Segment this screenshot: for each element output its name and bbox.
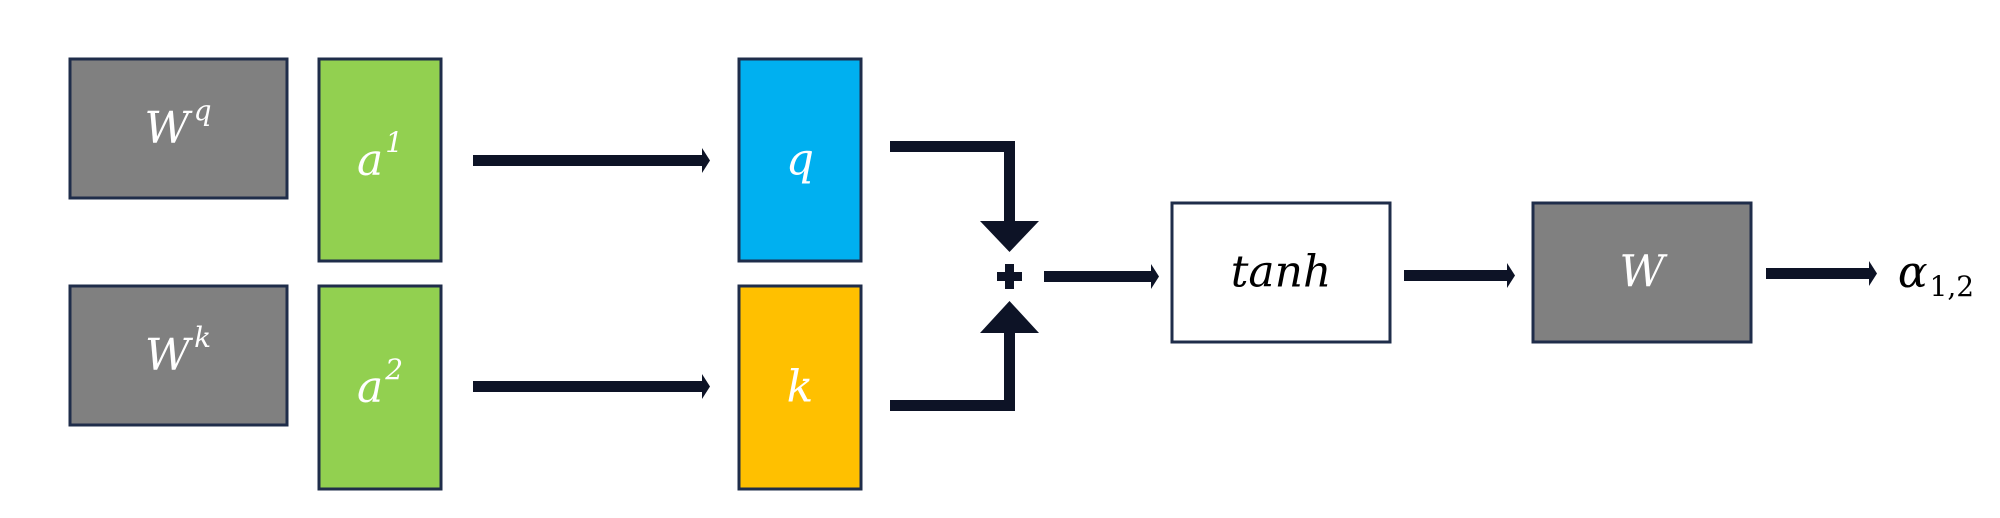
wk-base: W <box>145 330 194 381</box>
arrow-plus-to-tanh <box>1044 264 1159 289</box>
output-base: α <box>1898 247 1928 298</box>
q-vector-box: q <box>737 57 863 263</box>
svg-text:Wq: Wq <box>144 94 211 154</box>
k-vector-box: k <box>737 284 863 491</box>
tanh-label: tanh <box>1231 247 1332 298</box>
wq-base: W <box>144 103 193 154</box>
wq-superscript: q <box>194 94 212 127</box>
arrow-tanh-to-w <box>1404 263 1515 288</box>
connector-k-to-plus <box>890 301 1039 411</box>
arrow-w-to-output <box>1766 261 1877 286</box>
a2-vector-box: a2 <box>317 284 443 491</box>
w-matrix-box: W <box>1531 201 1753 344</box>
connector-q-to-plus <box>890 141 1039 252</box>
wk-superscript: k <box>194 321 211 354</box>
tanh-activation-box: tanh <box>1170 201 1392 344</box>
a2-base: a <box>357 362 383 413</box>
a1-superscript: 1 <box>385 126 403 159</box>
svg-text:a1: a1 <box>357 126 403 186</box>
k-label: k <box>787 362 814 413</box>
a2-superscript: 2 <box>384 353 403 386</box>
output-subscript: 1,2 <box>1930 270 1975 303</box>
a1-base: a <box>357 135 383 186</box>
arrow-a1-to-q <box>473 148 710 173</box>
arrow-a2-to-k <box>473 374 710 399</box>
svg-text:α1,2: α1,2 <box>1898 247 1974 303</box>
plus-operator <box>997 264 1022 289</box>
a1-vector-box: a1 <box>317 57 443 263</box>
svg-text:Wk: Wk <box>145 321 211 381</box>
q-label: q <box>786 135 814 186</box>
output-alpha: α1,2 <box>1898 247 1974 303</box>
svg-text:a2: a2 <box>357 353 403 413</box>
w-label: W <box>1619 247 1668 298</box>
